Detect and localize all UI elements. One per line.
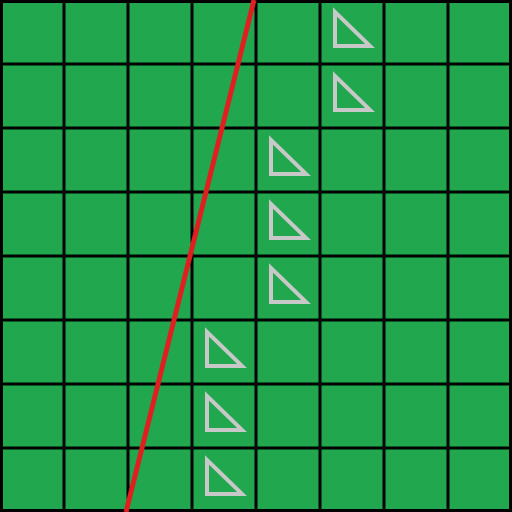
board-cell-r1-c2[interactable] <box>128 64 192 128</box>
board-cell-r3-c5[interactable] <box>320 192 384 256</box>
triangle-marker-icon <box>205 391 247 432</box>
board-cell-r7-c4[interactable] <box>256 448 320 512</box>
board-cell-r1-c4[interactable] <box>256 64 320 128</box>
board-cell-r0-c6[interactable] <box>384 0 448 64</box>
red-line <box>123 0 257 512</box>
board-cell-r4-c6[interactable] <box>384 256 448 320</box>
board-cell-r2-c6[interactable] <box>384 128 448 192</box>
board-cell-r0-c1[interactable] <box>64 0 128 64</box>
board-cell-r2-c2[interactable] <box>128 128 192 192</box>
board-cell-r6-c7[interactable] <box>448 384 512 448</box>
board-cell-r2-c7[interactable] <box>448 128 512 192</box>
board-cell-r3-c1[interactable] <box>64 192 128 256</box>
board-cell-r0-c7[interactable] <box>448 0 512 64</box>
board-cell-r1-c0[interactable] <box>0 64 64 128</box>
board-cell-r2-c4[interactable] <box>256 128 320 192</box>
board-cell-r7-c6[interactable] <box>384 448 448 512</box>
board-cell-r7-c5[interactable] <box>320 448 384 512</box>
triangle-marker-icon <box>269 199 311 240</box>
board-cell-r5-c5[interactable] <box>320 320 384 384</box>
board-cell-r6-c0[interactable] <box>0 384 64 448</box>
board-cell-r2-c5[interactable] <box>320 128 384 192</box>
board-cell-r4-c5[interactable] <box>320 256 384 320</box>
board-cell-r4-c7[interactable] <box>448 256 512 320</box>
board-markers <box>205 7 375 496</box>
board-cell-r3-c6[interactable] <box>384 192 448 256</box>
board-cell-r0-c0[interactable] <box>0 0 64 64</box>
board-cell-r4-c1[interactable] <box>64 256 128 320</box>
board-cell-r4-c3[interactable] <box>192 256 256 320</box>
board-cell-r1-c5[interactable] <box>320 64 384 128</box>
board-cell-r0-c4[interactable] <box>256 0 320 64</box>
triangle-marker-icon <box>205 327 247 368</box>
board-cell-r6-c6[interactable] <box>384 384 448 448</box>
board-cell-r5-c6[interactable] <box>384 320 448 384</box>
board-cell-r7-c3[interactable] <box>192 448 256 512</box>
board-cell-r3-c4[interactable] <box>256 192 320 256</box>
board-cell-r4-c4[interactable] <box>256 256 320 320</box>
board-cell-r3-c0[interactable] <box>0 192 64 256</box>
triangle-marker-icon <box>333 71 375 112</box>
board-cell-r6-c2[interactable] <box>128 384 192 448</box>
board-cell-r6-c3[interactable] <box>192 384 256 448</box>
board-cell-r2-c0[interactable] <box>0 128 64 192</box>
triangle-marker-icon <box>269 263 311 304</box>
board-cell-r5-c0[interactable] <box>0 320 64 384</box>
board-cell-r3-c2[interactable] <box>128 192 192 256</box>
triangle-marker-icon <box>205 455 247 496</box>
board-line-layer <box>123 0 257 512</box>
triangle-marker-icon <box>333 7 375 48</box>
board-cell-r1-c7[interactable] <box>448 64 512 128</box>
board-cell-r5-c3[interactable] <box>192 320 256 384</box>
board-cell-r6-c5[interactable] <box>320 384 384 448</box>
board-cell-r5-c1[interactable] <box>64 320 128 384</box>
board-cell-r1-c6[interactable] <box>384 64 448 128</box>
board-cell-r2-c3[interactable] <box>192 128 256 192</box>
board-cell-r5-c4[interactable] <box>256 320 320 384</box>
board-cell-r5-c7[interactable] <box>448 320 512 384</box>
board-cell-r6-c1[interactable] <box>64 384 128 448</box>
board-cell-r6-c4[interactable] <box>256 384 320 448</box>
board-cell-r7-c0[interactable] <box>0 448 64 512</box>
triangle-marker-icon <box>269 135 311 176</box>
board-cell-r4-c0[interactable] <box>0 256 64 320</box>
board-cell-r7-c1[interactable] <box>64 448 128 512</box>
board-cell-r3-c7[interactable] <box>448 192 512 256</box>
board-cell-r0-c5[interactable] <box>320 0 384 64</box>
board-cell-r7-c7[interactable] <box>448 448 512 512</box>
board-cell-r0-c2[interactable] <box>128 0 192 64</box>
board-cell-r2-c1[interactable] <box>64 128 128 192</box>
board-cell-r1-c1[interactable] <box>64 64 128 128</box>
